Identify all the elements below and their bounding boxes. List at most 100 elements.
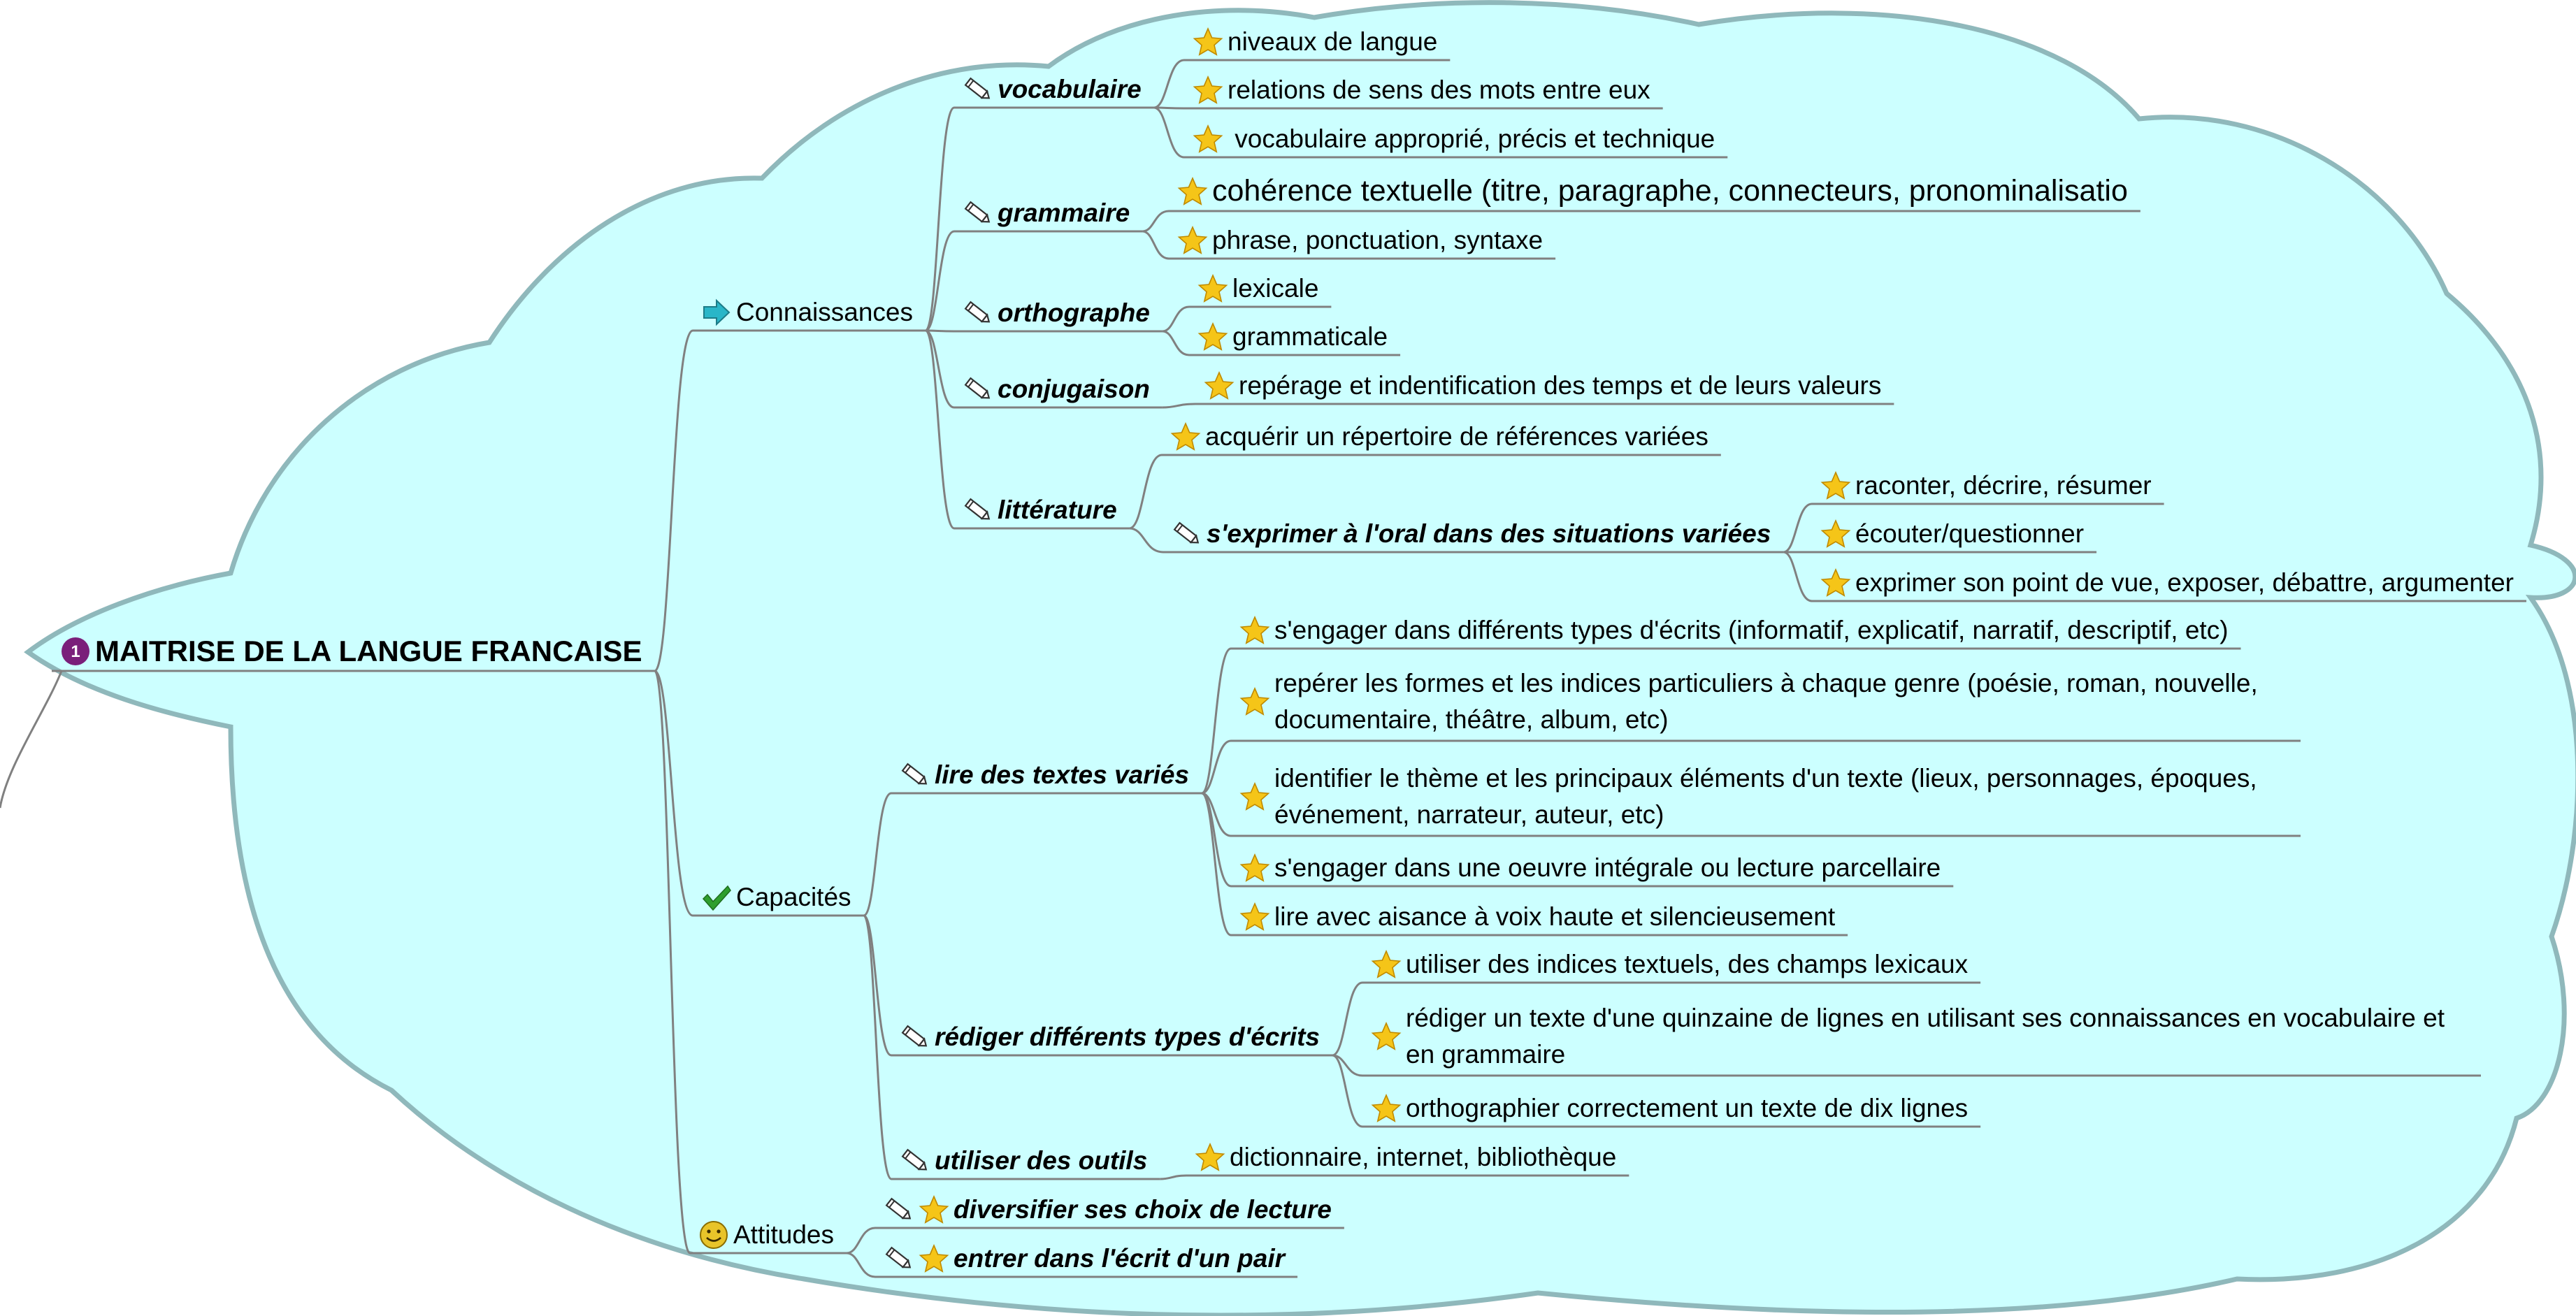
pencil-icon [963,298,993,328]
leaf-orthographe-1[interactable]: lexicale [1197,273,1318,304]
priority-1-icon: 1 [60,636,91,667]
star-icon [1193,124,1223,154]
star-icon [1239,902,1270,932]
connector-line [1162,330,1190,356]
leaf-outils-1[interactable]: dictionnaire, internet, bibliothèque [1195,1142,1616,1173]
pencil-icon [900,1145,930,1176]
connector-line [846,1227,876,1254]
topic-outils[interactable]: utiliser des outils [900,1145,1147,1176]
star-icon [1197,321,1228,352]
connector-line [1783,551,1813,602]
connector-line [654,670,693,917]
star-icon [1195,1142,1225,1173]
leaf-oral-2[interactable]: écouter/questionner [1820,519,2084,549]
checkmark-icon [701,882,732,913]
arrow-right-icon [701,297,732,328]
pencil-icon [884,1243,914,1274]
pencil-icon [963,198,993,229]
cloud-boundary [24,0,2576,1316]
connector-line [925,230,955,332]
root-topic[interactable]: 1 MAITRISE DE LA LANGUE FRANCAISE [60,635,642,668]
leaf-lire-3[interactable]: identifier le thème et les principaux él… [1239,760,2288,833]
topic-capacites[interactable]: Capacités [701,882,851,913]
connector-line [863,792,892,917]
star-icon [1170,421,1201,452]
pencil-icon [1172,519,1202,549]
star-icon [1193,27,1223,57]
pencil-icon [900,1022,930,1053]
star-icon [1239,781,1270,812]
leaf-rediger-3[interactable]: orthographier correctement un texte de d… [1371,1093,1968,1124]
topic-oral[interactable]: s'exprimer à l'oral dans des situations … [1172,519,1771,549]
topic-attitudes[interactable]: Attitudes [698,1220,834,1250]
pencil-icon [963,374,993,405]
connector-line [925,329,955,409]
leaf-attitudes-2[interactable]: entrer dans l'écrit d'un pair [884,1243,1285,1274]
connector-line [1153,59,1185,109]
connector-line [1129,527,1164,554]
star-icon [1371,1021,1402,1052]
leaf-conjugaison-1[interactable]: repérage et indentification des temps et… [1204,370,1881,401]
connector-line [1162,403,1196,409]
star-icon [1239,853,1270,883]
leaf-lire-5[interactable]: lire avec aisance à voix haute et silenc… [1239,902,1835,932]
leaf-oral-3[interactable]: exprimer son point de vue, exposer, déba… [1820,567,2514,598]
leaf-lire-1[interactable]: s'engager dans différents types d'écrits… [1239,615,2229,646]
connector-line [924,106,955,332]
leaf-orthographe-2[interactable]: grammaticale [1197,321,1388,352]
connector-line [924,329,955,530]
leaf-attitudes-1[interactable]: diversifier ses choix de lecture [884,1194,1332,1225]
leaf-vocabulaire-1[interactable]: niveaux de langue [1193,27,1437,57]
connector-line [654,670,691,1254]
leaf-rediger-1[interactable]: utiliser des indices textuels, des champ… [1371,949,1968,980]
leaf-lire-4[interactable]: s'engager dans une oeuvre intégrale ou l… [1239,853,1941,883]
connector-line [1129,454,1163,530]
connector-lines [0,59,2526,1278]
topic-rediger[interactable]: rédiger différents types d'écrits [900,1022,1320,1053]
topic-lire[interactable]: lire des textes variés [900,760,1189,790]
connector-line [863,914,892,1057]
connector-line [1153,106,1185,159]
star-icon [919,1194,949,1225]
topic-vocabulaire[interactable]: vocabulaire [963,74,1142,105]
leaf-oral-1[interactable]: raconter, décrire, résumer [1820,470,2152,501]
svg-text:1: 1 [71,642,80,661]
connector-line [1332,1054,1363,1128]
topic-connaissances[interactable]: Connaissances [701,297,913,328]
star-icon [1239,686,1270,717]
connector-line [1332,981,1363,1057]
topic-litterature[interactable]: littérature [963,495,1117,526]
topic-grammaire[interactable]: grammaire [963,198,1130,229]
leaf-grammaire-2[interactable]: phrase, ponctuation, syntaxe [1177,225,1543,256]
star-icon [1177,176,1208,207]
connector-line [1201,739,1232,795]
star-icon [1820,519,1851,549]
topic-conjugaison[interactable]: conjugaison [963,374,1150,405]
star-icon [919,1243,949,1274]
connector-line [1160,1174,1187,1180]
star-icon [1177,225,1208,256]
star-icon [1820,470,1851,501]
topic-orthographe[interactable]: orthographe [963,298,1150,328]
leaf-rediger-2[interactable]: rédiger un texte d'une quinzaine de lign… [1371,1000,2468,1073]
connector-line [1142,210,1170,233]
star-icon [1371,949,1402,980]
smiley-icon [698,1220,729,1250]
star-icon [1204,370,1235,401]
root-topic-label: MAITRISE DE LA LANGUE FRANCAISE [95,635,642,667]
connector-line [1201,647,1232,795]
leaf-litterature-1[interactable]: acquérir un répertoire de références var… [1170,421,1708,452]
star-icon [1197,273,1228,304]
connector-line [846,1252,876,1278]
connector-line [1162,305,1190,333]
leaf-grammaire-1[interactable]: cohérence textuelle (titre, paragraphe, … [1177,174,2128,208]
leaf-lire-2[interactable]: repérer les formes et les indices partic… [1239,665,2288,738]
pencil-icon [900,760,930,790]
pencil-icon [884,1194,914,1225]
leaf-vocabulaire-3[interactable]: vocabulaire approprié, précis et techniq… [1193,124,1715,154]
leaf-vocabulaire-2[interactable]: relations de sens des mots entre eux [1193,75,1650,106]
connector-line [1201,792,1232,937]
star-icon [1371,1093,1402,1124]
